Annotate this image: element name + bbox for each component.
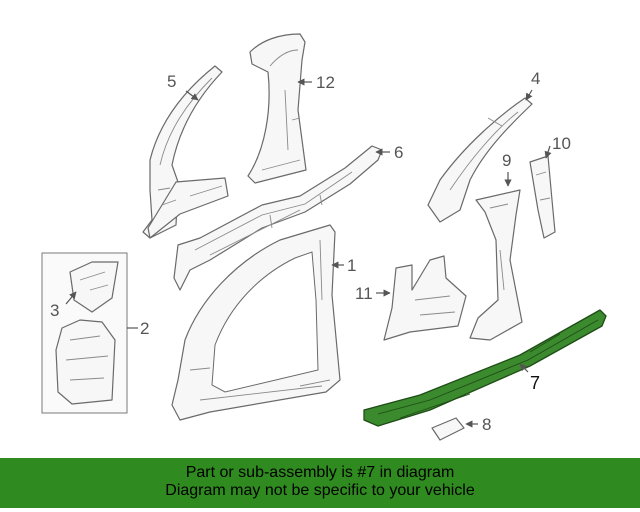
part-8-clip[interactable] [431,417,465,441]
part-9-center-pillar-inner[interactable] [469,189,523,341]
callout-7: 7 [530,373,540,393]
callout-4: 4 [531,69,540,88]
callout-6: 6 [394,143,403,162]
callout-9: 9 [502,151,511,170]
info-banner: Part or sub-assembly is #7 in diagram Di… [0,458,640,508]
callout-10: 10 [552,134,571,153]
callout-11: 11 [355,284,373,303]
part-7-rocker-panel-highlighted[interactable] [363,309,607,427]
callout-2: 2 [140,319,149,338]
part-3-bracket[interactable] [69,261,119,313]
part-2-inner-reinforcement[interactable] [55,319,116,405]
part-12-center-pillar[interactable] [247,33,307,184]
banner-line-2: Diagram may not be specific to your vehi… [165,482,475,499]
part-1-body-side-panel[interactable] [171,224,341,421]
part-4-roof-rail[interactable] [427,97,533,223]
callout-1: 1 [347,256,356,275]
banner-line-1: Part or sub-assembly is #7 in diagram [185,464,455,481]
parts-diagram: 5 12 6 1 2 3 4 10 9 11 7 8 [41,33,607,441]
part-10-pillar-bracket[interactable] [529,155,556,239]
callout-3: 3 [50,301,59,320]
callout-5: 5 [167,72,176,91]
part-5-front-pillar[interactable] [142,65,229,239]
callout-12: 12 [316,73,335,92]
part-6-rocker-reinforcement[interactable] [173,145,383,291]
callout-8: 8 [482,415,491,434]
part-11-insulator[interactable] [383,255,467,341]
